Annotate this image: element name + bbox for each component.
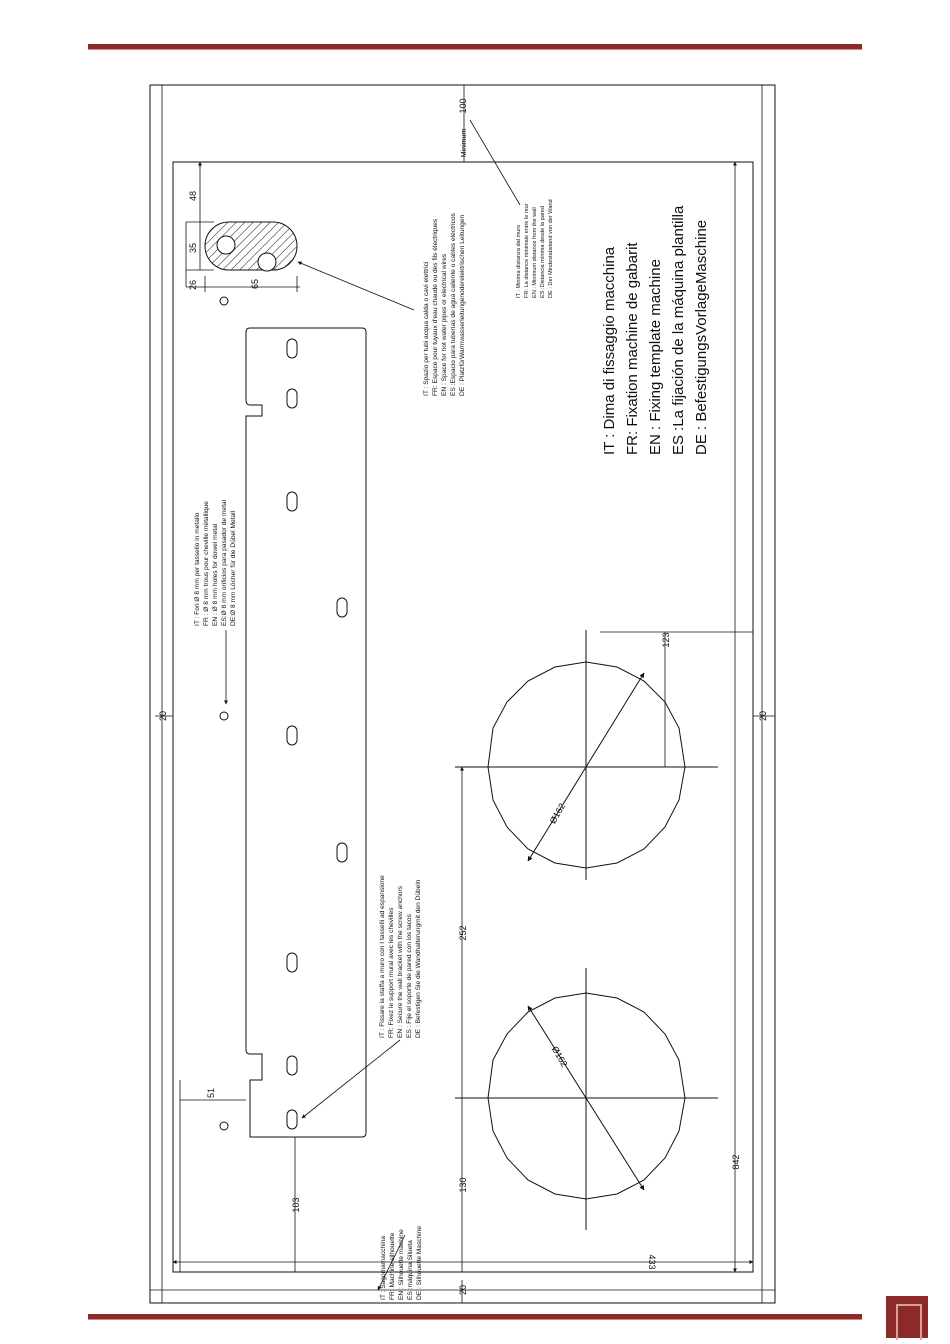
dim-252: 252 (458, 925, 468, 940)
svg-text:EN : Silhouette machine: EN : Silhouette machine (398, 1229, 405, 1300)
svg-text:IT : Fori Ø 8 mm per tassello: IT : Fori Ø 8 mm per tassello in metallo (194, 512, 201, 626)
dim-51: 51 (206, 1088, 216, 1098)
svg-text:FR : Ø 8 mm trous pour chevill: FR : Ø 8 mm trous pour cheville métalliq… (203, 501, 210, 626)
svg-text:FR: Espace pour tuyaux d'eau c: FR: Espace pour tuyaux d'eau chaude ou d… (432, 218, 439, 396)
svg-text:FR: Fixez le support mural ave: FR: Fixez le support mural avec les chev… (388, 907, 395, 1038)
dim-842: 842 (731, 1154, 741, 1169)
svg-text:FR: Fixation machine de gabari: FR: Fixation machine de gabarit (624, 242, 641, 455)
slot-hole (286, 1055, 298, 1076)
dim-48: 48 (188, 191, 198, 201)
silhouette-note: IT : Sagomamacchina FR: Machine silhouet… (380, 1226, 423, 1300)
svg-text:ES :Distancia mínima desde la: ES :Distancia mínima desde la pared (540, 206, 546, 298)
dim-433: 433 (647, 1254, 657, 1269)
slot-hole (286, 388, 298, 409)
slot-hole (286, 725, 298, 746)
outer-frame (149, 84, 776, 1304)
svg-text:ES :máquina Silueta: ES :máquina Silueta (407, 1240, 414, 1300)
dim-100: 100 (458, 98, 468, 113)
svg-text:ES:Ø 8 mm orificios para pasad: ES:Ø 8 mm orificios para pasador de meta… (221, 499, 228, 626)
svg-text:FR: La distance minimale entre: FR: La distance minimale entre le mur (524, 203, 530, 298)
svg-text:IT : Dima di fissaggio macchin: IT : Dima di fissaggio macchina (601, 246, 618, 455)
dim-20-top: 20 (158, 711, 168, 721)
svg-text:EN : Space for hot water pipes: EN : Space for hot water pipes or electr… (441, 253, 448, 396)
svg-text:EN : Ø 8 mm holes for dowel me: EN : Ø 8 mm holes for dowel metal (212, 523, 219, 626)
dim-65: 65 (250, 279, 260, 289)
svg-text:DE : BefestigungsVorlageMaschi: DE : BefestigungsVorlageMaschine (693, 220, 710, 455)
svg-text:EN : Secure the wall bracket w: EN : Secure the wall bracket with the sc… (397, 885, 404, 1038)
page-corner-badge (886, 1296, 928, 1340)
svg-text:ES :Espacio para tuberías de a: ES :Espacio para tuberías de agua calien… (450, 212, 457, 396)
svg-text:EN : Minimum distance from the: EN : Minimum distance from the wall (532, 207, 538, 298)
svg-text:ES :La fijación de la máquina: ES :La fijación de la máquina plantilla (670, 205, 687, 455)
footer-rule (88, 1314, 862, 1320)
dim-20-bottom: 20 (758, 711, 768, 721)
svg-text:IT : Minima distanza dal muro: IT : Minima distanza dal muro (516, 225, 522, 298)
dowel-hole (219, 711, 229, 721)
slot-hole (286, 338, 298, 359)
wall-distance-note: IT : Minima distanza dal muro FR: La dis… (516, 199, 554, 298)
svg-text:DE : Befestigen Sie die Wandha: DE : Befestigen Sie die Wandhalterungmit… (415, 879, 422, 1038)
svg-text:ES : Fije el soporte de pared: ES : Fije el soporte de pared con los ta… (406, 913, 413, 1038)
pipe-hole (216, 235, 236, 255)
dowel-hole (219, 296, 229, 306)
template-title: IT : Dima di fissaggio macchina FR: Fixa… (601, 205, 710, 455)
slot-hole (336, 842, 348, 863)
slot-hole (286, 1109, 298, 1130)
dim-20-corner: 20 (458, 1285, 468, 1295)
dia-upper: Ø162 (548, 801, 568, 825)
dim-103: 103 (291, 1197, 301, 1212)
svg-text:DE : Silhouette Maschine: DE : Silhouette Maschine (416, 1226, 423, 1300)
dowel-hole (219, 1121, 229, 1131)
bracket-note: IT : Fissare la staffa a muro con I tass… (379, 875, 422, 1038)
svg-text:DE : Der Mindestabstand von de: DE : Der Mindestabstand von der Wand (548, 199, 554, 298)
dim-130: 130 (458, 1177, 468, 1192)
dim-123: 123 (661, 632, 671, 647)
machine-silhouette-plate (245, 327, 367, 1138)
dia-lower: Ø162 (550, 1044, 570, 1068)
header-rule (88, 44, 862, 50)
slot-hole (286, 952, 298, 973)
holes-note: IT : Fori Ø 8 mm per tassello in metallo… (194, 499, 237, 626)
slot-hole (286, 491, 298, 512)
svg-text:IT : Fissare la staffa a muro: IT : Fissare la staffa a muro con I tass… (379, 875, 386, 1038)
svg-text:IT : Sagomamacchina: IT : Sagomamacchina (380, 1236, 387, 1300)
svg-text:DE : PlatzfürWarmwasserleitung: DE : PlatzfürWarmwasserleitungenoderelek… (459, 214, 466, 396)
pipe-hole (257, 252, 277, 272)
svg-text:EN : Fixing template machine: EN : Fixing template machine (647, 259, 664, 455)
dim-26: 26 (188, 280, 198, 290)
svg-text:FR: Machine silhouette: FR: Machine silhouette (389, 1232, 396, 1300)
dim-35: 35 (188, 243, 198, 253)
slot-hole (336, 597, 348, 618)
pipes-note: IT : Spazio per tubi acqua calda o cavi … (423, 212, 466, 396)
svg-text:DE:Ø 8 mm Löcher für die Dübel: DE:Ø 8 mm Löcher für die Dübel Metall (230, 510, 237, 626)
svg-text:IT : Spazio per tubi acqua cal: IT : Spazio per tubi acqua calda o cavi … (423, 261, 430, 396)
minimum-label: Minimum (461, 129, 468, 158)
